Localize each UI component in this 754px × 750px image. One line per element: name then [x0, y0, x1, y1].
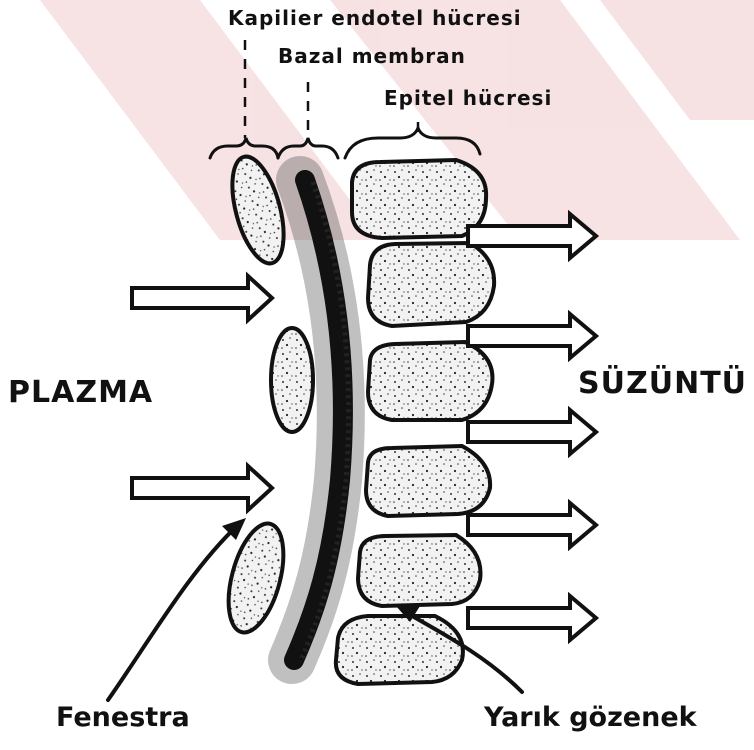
epithelial-cell — [368, 243, 494, 326]
filtrate-arrow — [468, 503, 596, 547]
epithelial-cell — [336, 616, 463, 684]
plasma-arrow-upper — [132, 276, 272, 320]
epithelial-cell — [366, 446, 490, 516]
filtrate-arrow — [468, 596, 596, 640]
endothelial-cell-label: Kapilier endotel hücresi — [228, 6, 522, 30]
fenestra-label: Fenestra — [56, 702, 190, 733]
fenestra-pointer — [108, 525, 238, 700]
epithelial-cell — [358, 535, 481, 606]
plasma-arrow-lower — [132, 466, 272, 510]
filtrate-arrow — [468, 410, 596, 454]
basal-membrane-label: Bazal membran — [278, 44, 466, 68]
plasma-label: PLAZMA — [8, 375, 153, 410]
filtrate-arrow — [468, 314, 596, 358]
endothelial-cell — [271, 328, 313, 432]
slit-pore-label: Yarık gözenek — [484, 702, 697, 733]
epithelial-cell-label: Epitel hücresi — [384, 86, 552, 110]
epithelial-cell — [368, 342, 492, 420]
filtrate-label: SÜZÜNTÜ — [578, 366, 747, 401]
